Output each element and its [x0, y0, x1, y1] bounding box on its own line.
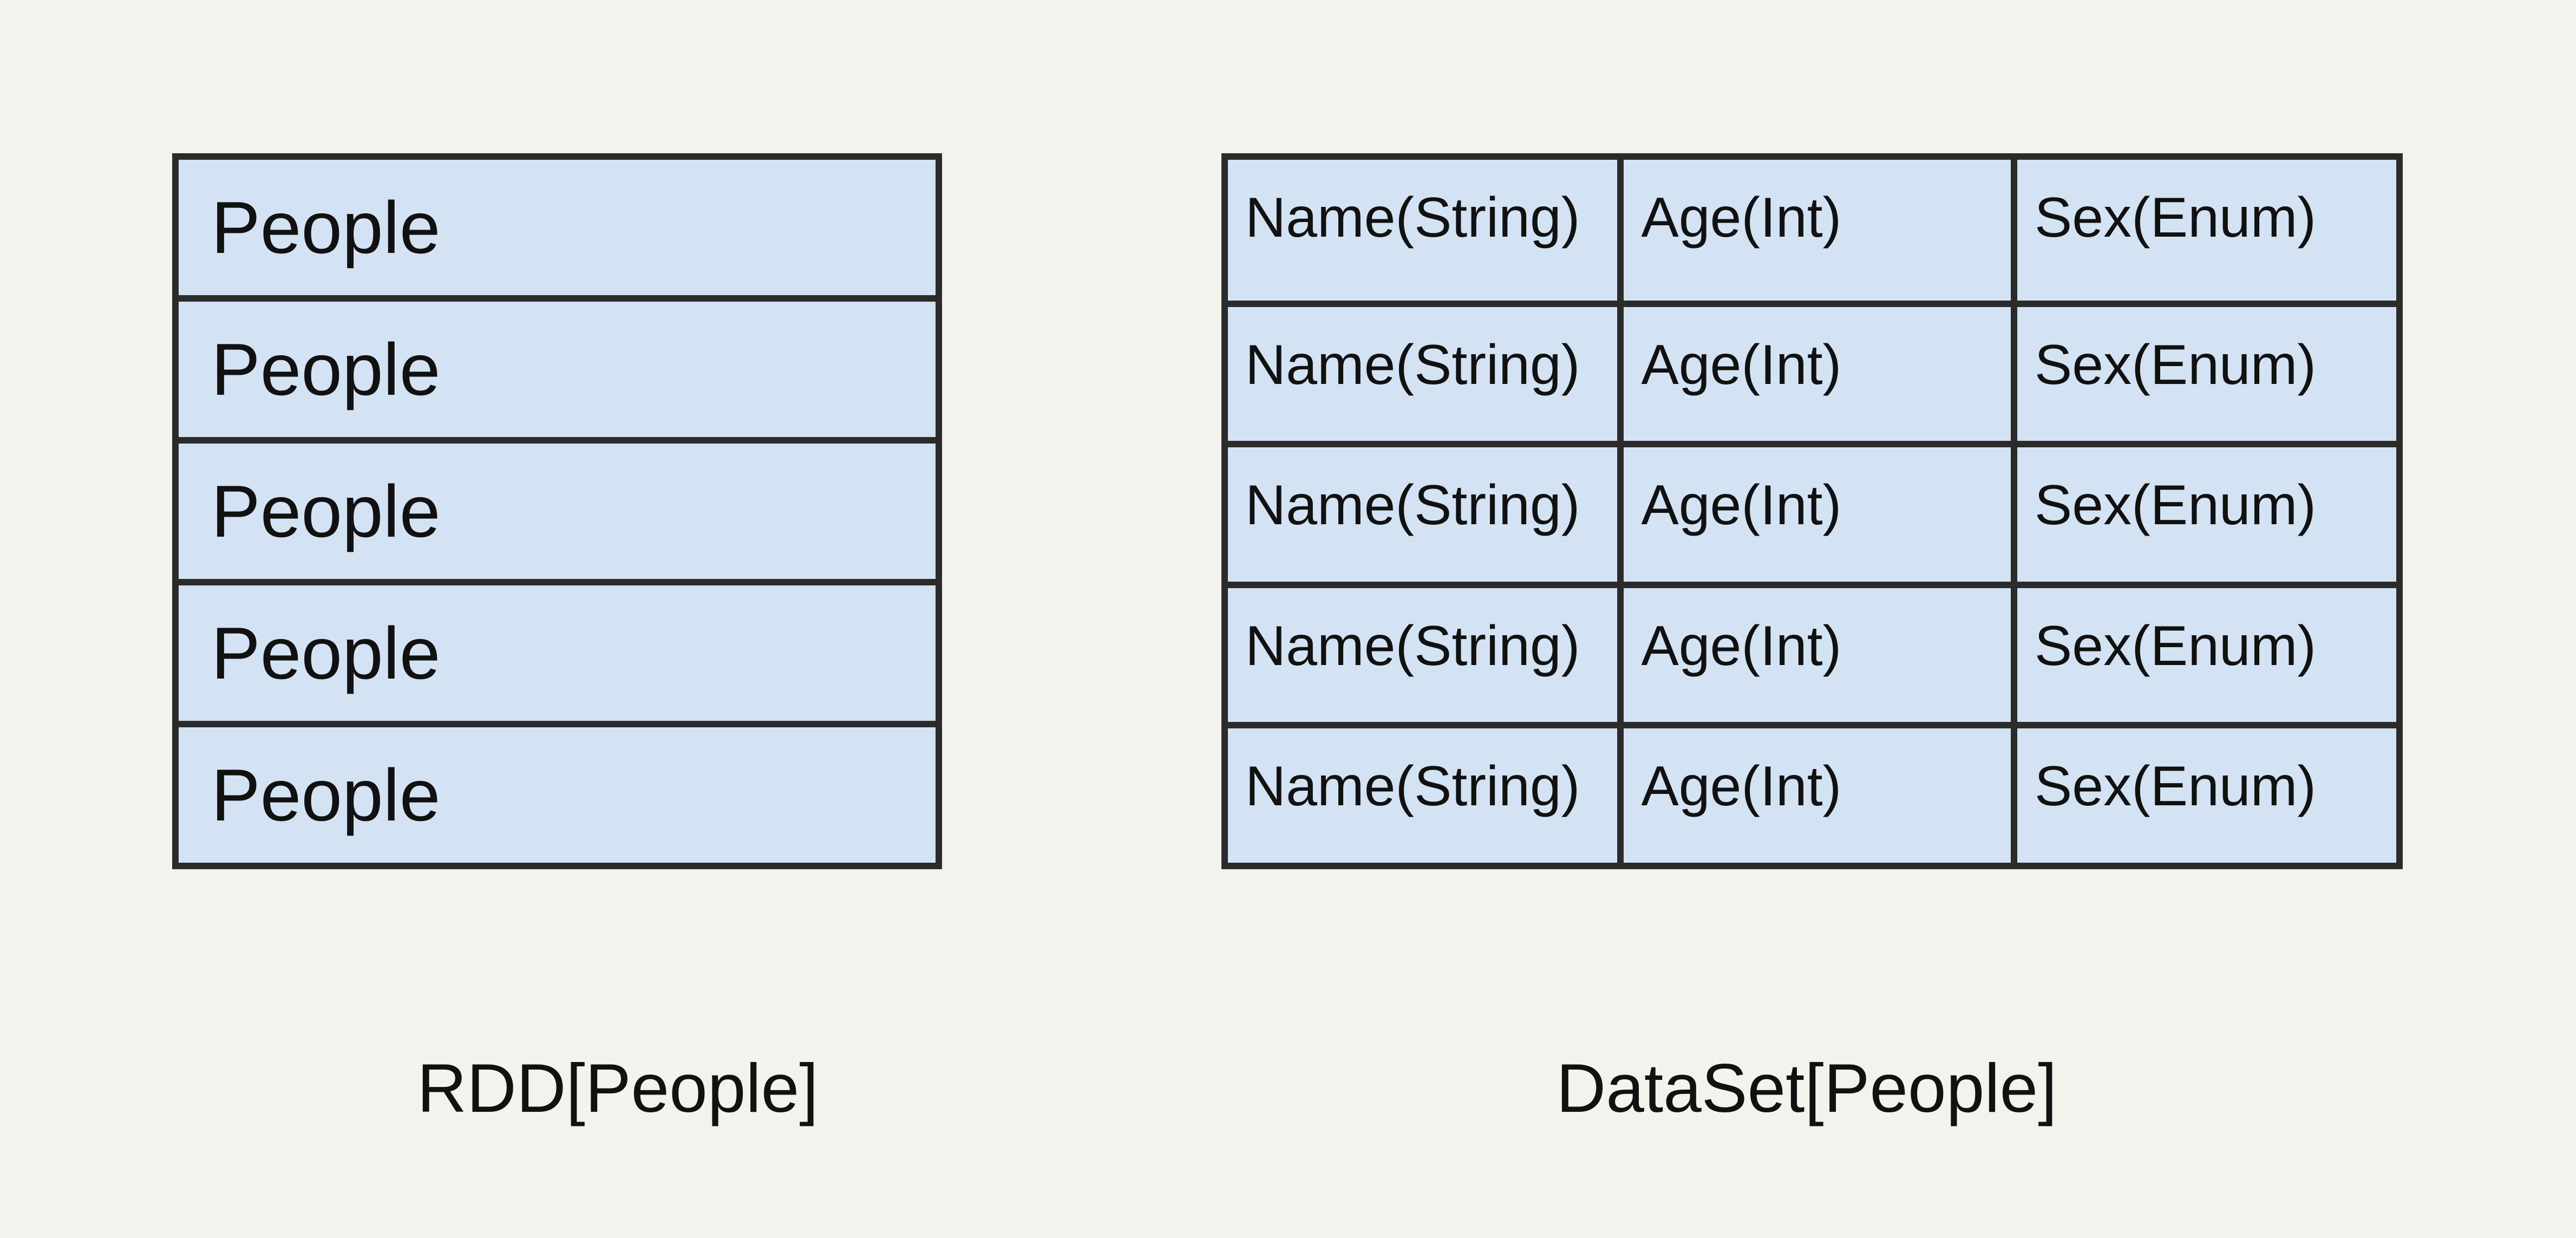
dataset-cell-age: Age(Int): [1617, 160, 2011, 301]
rdd-table-row: People: [179, 160, 936, 295]
dataset-cell-age: Age(Int): [1617, 441, 2011, 582]
dataset-cell-name: Name(String): [1228, 160, 1618, 301]
dataset-table: Name(String) Age(Int) Sex(Enum) Name(Str…: [1221, 153, 2403, 869]
rdd-table-row: People: [179, 437, 936, 579]
dataset-cell-name: Name(String): [1228, 300, 1618, 441]
dataset-caption: DataSet[People]: [1556, 1050, 2057, 1126]
dataset-cell-name: Name(String): [1228, 581, 1618, 722]
dataset-cell-sex: Sex(Enum): [2010, 441, 2396, 582]
rdd-caption: RDD[People]: [417, 1050, 819, 1126]
dataset-cell-name: Name(String): [1228, 722, 1618, 863]
dataset-cell-sex: Sex(Enum): [2010, 300, 2396, 441]
rdd-table: People People People People People: [172, 153, 942, 869]
dataset-cell-age: Age(Int): [1617, 300, 2011, 441]
dataset-cell-sex: Sex(Enum): [2010, 581, 2396, 722]
rdd-table-row: People: [179, 295, 936, 437]
dataset-cell-age: Age(Int): [1617, 722, 2011, 863]
dataset-cell-age: Age(Int): [1617, 581, 2011, 722]
rdd-table-row: People: [179, 579, 936, 721]
dataset-cell-name: Name(String): [1228, 441, 1618, 582]
dataset-cell-sex: Sex(Enum): [2010, 160, 2396, 301]
rdd-table-row: People: [179, 721, 936, 863]
dataset-cell-sex: Sex(Enum): [2010, 722, 2396, 863]
